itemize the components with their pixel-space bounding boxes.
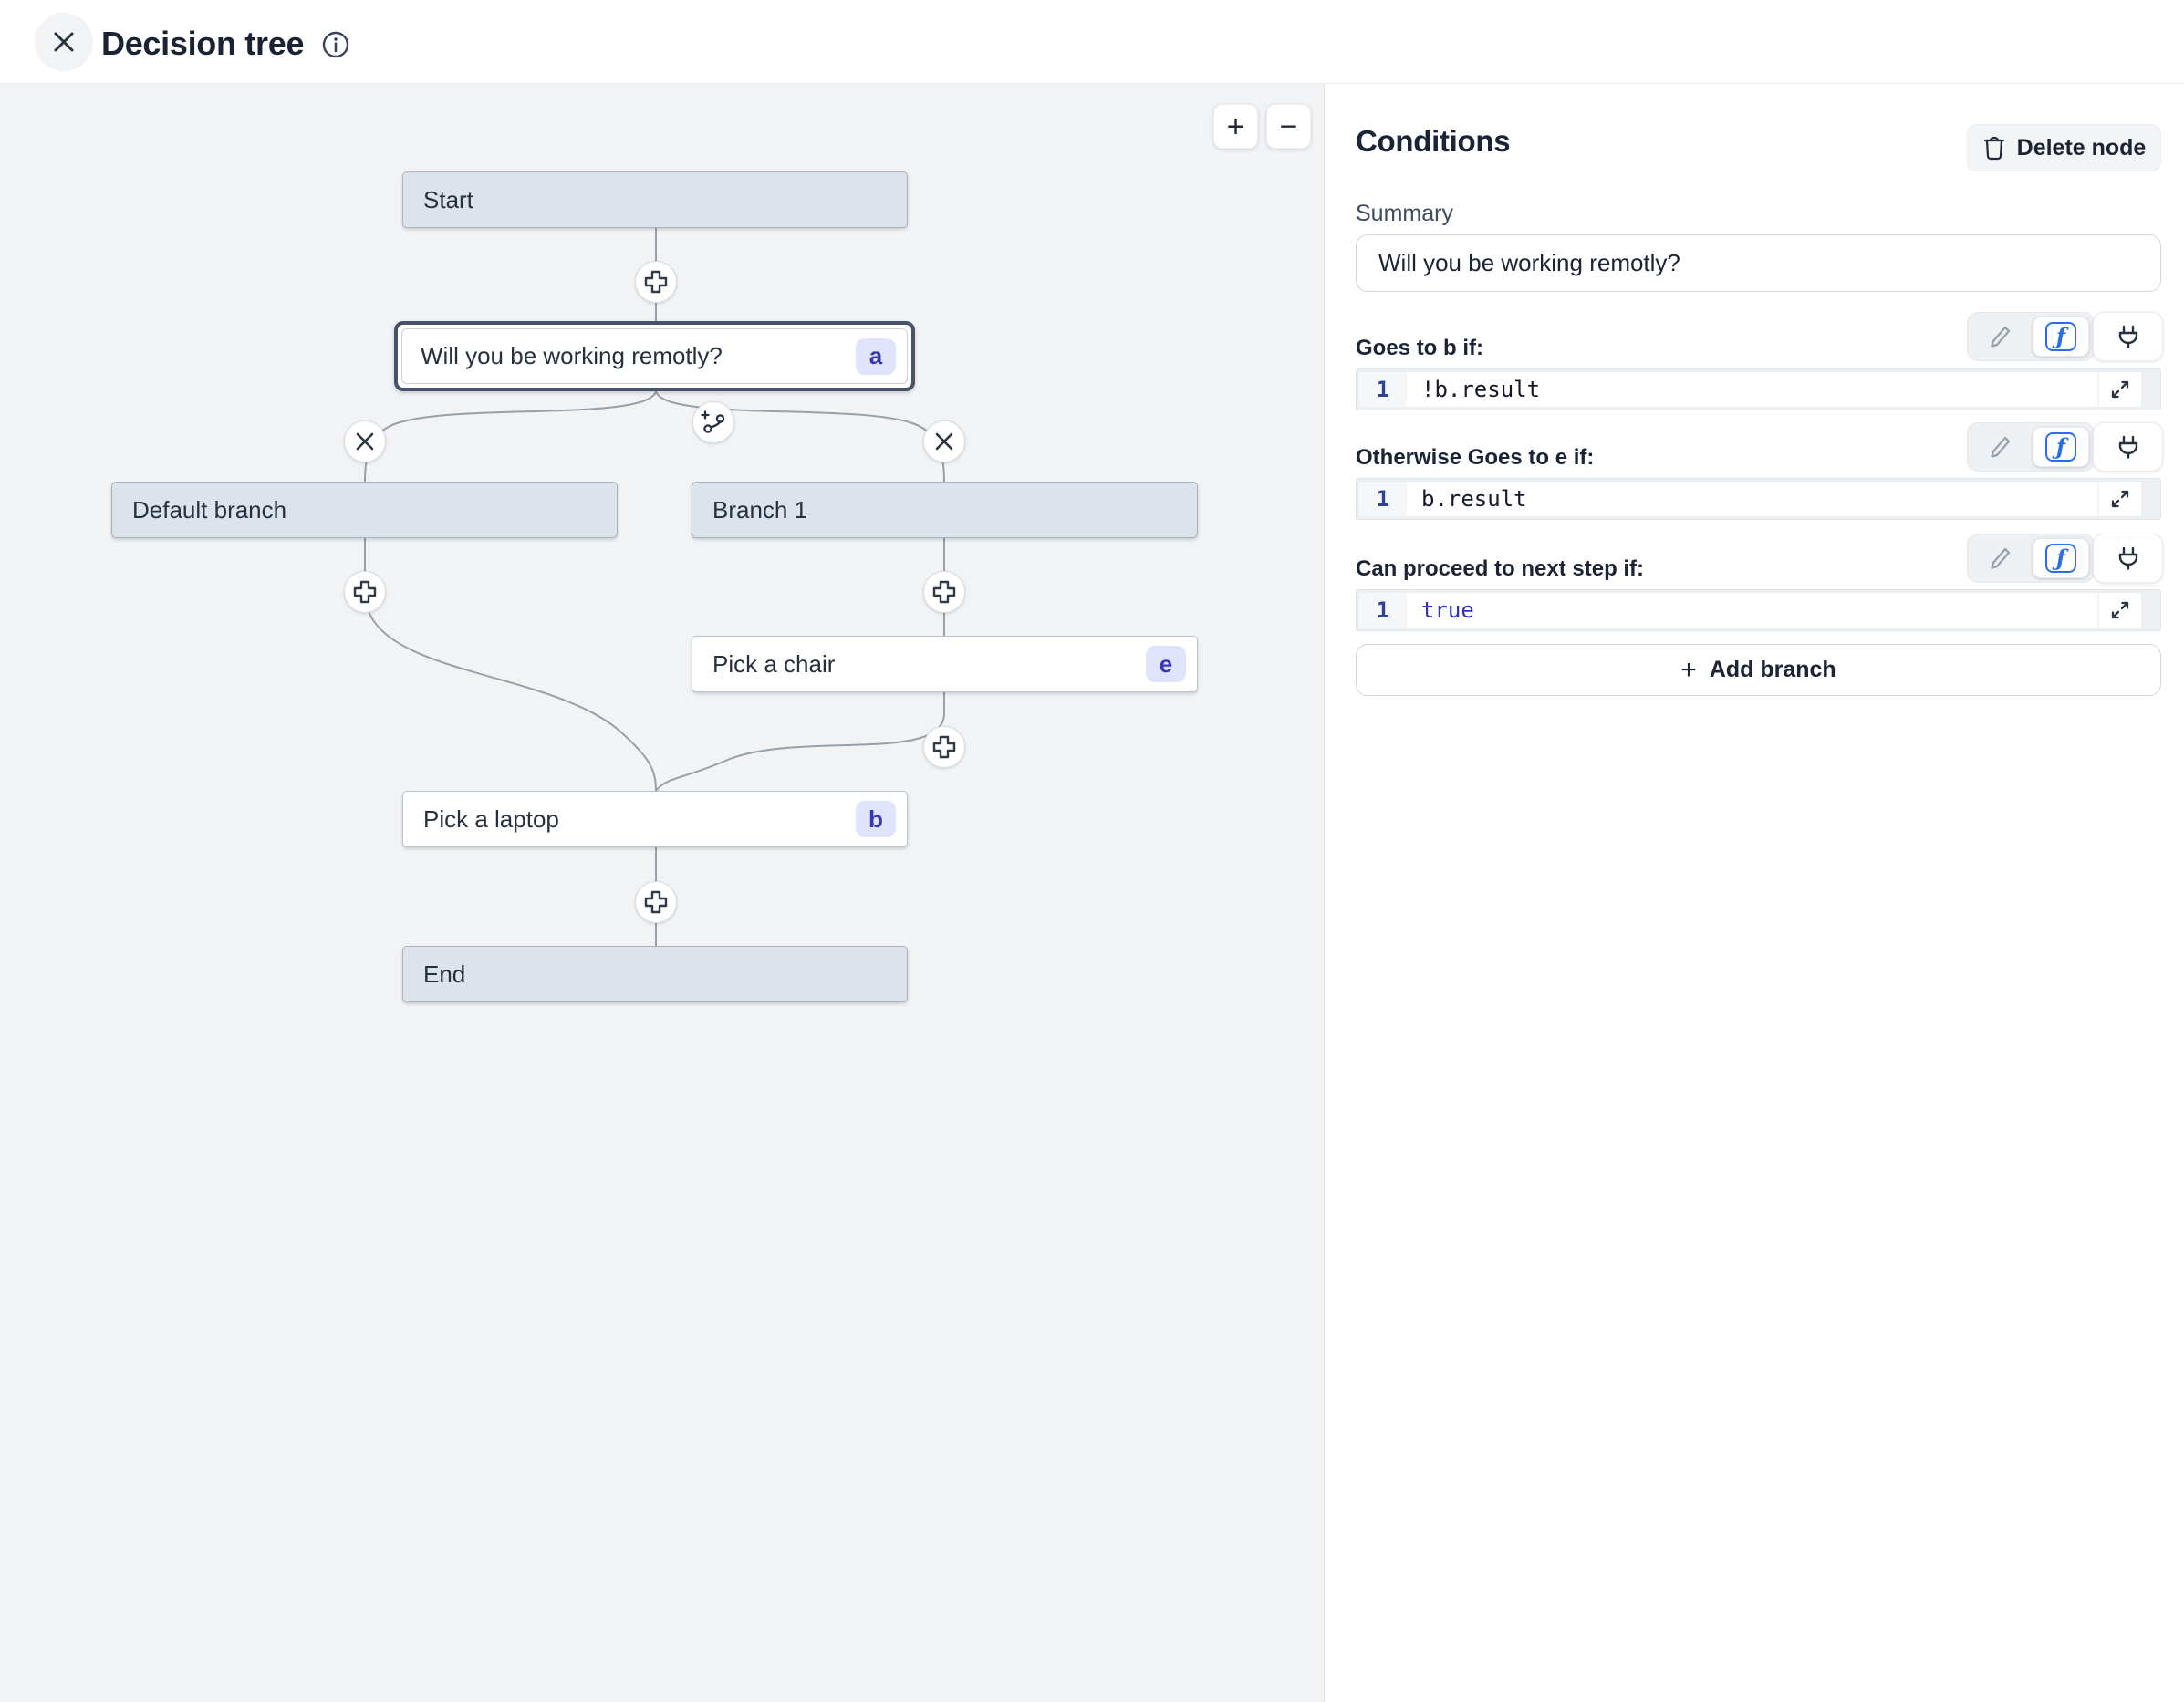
summary-label: Summary (1356, 201, 1453, 226)
node-label: Pick a chair (712, 649, 836, 678)
insert-node-button[interactable] (344, 571, 386, 613)
insert-node-button[interactable] (923, 726, 965, 768)
delete-branch-button[interactable] (344, 420, 386, 462)
connect-data-button[interactable] (2093, 534, 2163, 583)
node-branch-1[interactable]: Branch 1 (692, 482, 1198, 538)
code-value: b.result (1421, 486, 1527, 512)
add-branch-label: Add branch (1709, 657, 1836, 682)
node-label: Start (423, 185, 473, 213)
plug-icon (2118, 546, 2137, 570)
node-badge: e (1146, 646, 1186, 682)
zoom-in-button[interactable]: + (1213, 104, 1258, 149)
node-pick-a-chair[interactable]: Pick a chair e (692, 636, 1198, 692)
close-button[interactable] (35, 13, 93, 71)
plug-icon (2118, 435, 2137, 459)
node-label: Will you be working remotly? (421, 342, 723, 369)
node-badge: a (856, 337, 896, 375)
plus-icon (644, 890, 668, 914)
expand-icon (2111, 601, 2129, 619)
close-icon (54, 32, 74, 52)
node-label: Default branch (132, 495, 287, 524)
editor-mode-controls: ƒ (1967, 312, 2163, 361)
expand-editor-button[interactable] (2099, 482, 2141, 516)
editor-mode-toggle: ƒ (1967, 534, 2095, 583)
node-label: Branch 1 (712, 495, 808, 524)
add-branch-split-button[interactable] (692, 401, 734, 443)
condition-code-editor[interactable]: 1 b.result (1356, 478, 2161, 520)
info-icon[interactable] (321, 30, 350, 59)
delete-branch-button[interactable] (923, 420, 965, 462)
condition-code-editor[interactable]: 1 true (1356, 589, 2161, 631)
fx-icon: ƒ (2045, 544, 2076, 573)
editor-mode-controls: ƒ (1967, 422, 2163, 472)
line-number: 1 (1359, 482, 1407, 516)
connect-data-button[interactable] (2093, 422, 2163, 472)
text-mode-button[interactable] (1968, 534, 2033, 582)
delete-node-label: Delete node (2016, 134, 2147, 161)
trash-icon (1983, 136, 2004, 161)
expand-icon (2111, 490, 2129, 508)
x-icon (356, 432, 374, 451)
plus-icon (353, 580, 377, 604)
add-branch-button[interactable]: + Add branch (1356, 644, 2161, 696)
text-mode-button[interactable] (1968, 313, 2033, 360)
expand-icon (2111, 380, 2129, 399)
condition-label: Can proceed to next step if: (1356, 556, 1645, 581)
conditions-panel: Conditions Delete node Summary Will you … (1326, 84, 2184, 1702)
expand-editor-button[interactable] (2099, 372, 2141, 407)
insert-node-button[interactable] (635, 881, 677, 923)
condition-label: Otherwise Goes to e if: (1356, 445, 1595, 470)
text-mode-button[interactable] (1968, 423, 2033, 471)
fx-mode-button[interactable]: ƒ (2033, 538, 2089, 578)
line-number: 1 (1359, 372, 1407, 407)
line-number: 1 (1359, 593, 1407, 628)
code-value: true (1421, 597, 1474, 623)
pencil-icon (1991, 326, 2011, 348)
x-icon (935, 432, 953, 451)
plus-icon (644, 270, 668, 294)
delete-node-button[interactable]: Delete node (1967, 124, 2161, 171)
expand-editor-button[interactable] (2099, 593, 2141, 628)
plus-icon (932, 580, 956, 604)
node-badge: b (856, 801, 896, 837)
summary-input[interactable]: Will you be working remotly? (1356, 234, 2161, 292)
insert-node-button[interactable] (923, 571, 965, 613)
connect-data-button[interactable] (2093, 312, 2163, 361)
flow-canvas[interactable]: + − Start Will you be working remotly? a… (0, 84, 1325, 1702)
editor-mode-controls: ƒ (1967, 534, 2163, 583)
node-label: End (423, 960, 466, 988)
pencil-icon (1991, 547, 2011, 569)
condition-label: Goes to b if: (1356, 336, 1483, 360)
editor-mode-toggle: ƒ (1967, 422, 2095, 472)
plus-icon (932, 735, 956, 759)
pencil-icon (1991, 436, 2011, 458)
header: Decision tree (0, 0, 2184, 84)
node-question-selected[interactable]: Will you be working remotly? a (394, 321, 915, 391)
panel-title: Conditions (1356, 124, 1511, 158)
condition-code-editor[interactable]: 1 !b.result (1356, 368, 2161, 410)
insert-node-button[interactable] (635, 261, 677, 303)
plug-icon (2118, 325, 2137, 348)
branch-plus-icon (701, 410, 725, 433)
page-title: Decision tree (101, 25, 305, 62)
editor-mode-toggle: ƒ (1967, 312, 2095, 361)
zoom-out-button[interactable]: − (1266, 104, 1311, 149)
node-pick-a-laptop[interactable]: Pick a laptop b (402, 791, 908, 847)
fx-mode-button[interactable]: ƒ (2033, 427, 2089, 467)
summary-value: Will you be working remotly? (1378, 249, 1680, 276)
code-value: !b.result (1421, 377, 1541, 402)
node-start[interactable]: Start (402, 171, 908, 228)
plus-icon: + (1680, 654, 1697, 685)
node-default-branch[interactable]: Default branch (111, 482, 618, 538)
fx-icon: ƒ (2045, 432, 2076, 462)
node-end[interactable]: End (402, 946, 908, 1002)
fx-icon: ƒ (2045, 322, 2076, 351)
node-label: Pick a laptop (423, 804, 559, 833)
fx-mode-button[interactable]: ƒ (2033, 317, 2089, 357)
